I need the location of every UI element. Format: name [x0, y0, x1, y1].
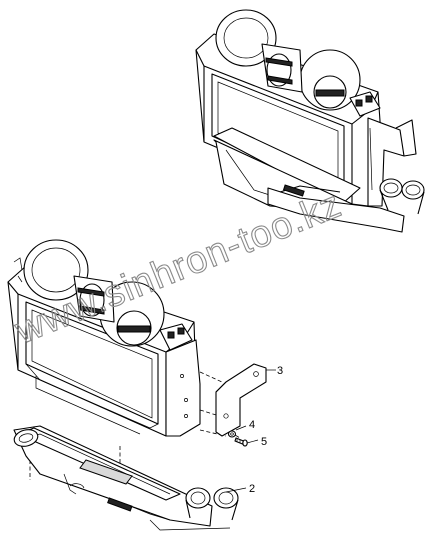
upper-heater-assembly [195, 9, 425, 233]
screw [234, 437, 248, 447]
callout-4: 4 [249, 419, 255, 431]
outlet-duct-tray [13, 425, 239, 531]
callout-3: 3 [277, 365, 283, 377]
lower-heater-assembly [7, 239, 201, 437]
mounting-bracket [215, 363, 267, 437]
washer [227, 430, 237, 438]
callout-5: 5 [261, 436, 267, 448]
callout-2: 2 [249, 483, 255, 495]
callout-leaders [225, 369, 276, 493]
